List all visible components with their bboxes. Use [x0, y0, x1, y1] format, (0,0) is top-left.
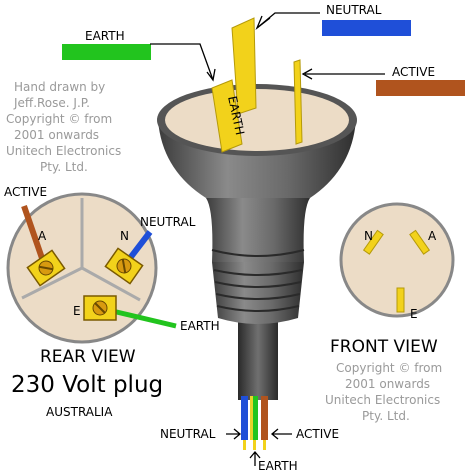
earth-wire — [251, 396, 258, 440]
front-active-slot — [409, 229, 431, 255]
neutral-color-swatch — [322, 20, 411, 36]
pins: EARTH — [211, 17, 303, 153]
front-view-title: FRONT VIEW — [330, 337, 438, 357]
bottom-pointers — [226, 428, 292, 466]
rear-neutral-label: NEUTRAL — [140, 215, 196, 229]
credit-left-line: Pty. Ltd. — [40, 160, 88, 174]
rear-a-label: A — [38, 229, 47, 243]
plug-body — [157, 84, 357, 450]
earth-pin — [211, 79, 243, 153]
credit-left-line: 2001 onwards — [14, 128, 99, 142]
earth-top-label: EARTH — [85, 29, 125, 43]
rear-active-wire — [21, 205, 47, 265]
neutral-pin — [231, 17, 257, 115]
cord — [238, 322, 278, 400]
bottom-earth-label: EARTH — [258, 459, 298, 473]
credit-left-line: Jeff.Rose. J.P. — [13, 96, 90, 110]
earth-color-swatch — [62, 44, 151, 60]
plug-title: 230 Volt plug — [11, 372, 163, 398]
active-wire — [261, 396, 268, 440]
front-view: N A E — [339, 202, 455, 321]
rear-n-label: N — [120, 229, 129, 243]
front-earth-slot — [396, 287, 405, 313]
front-a-label: A — [428, 229, 437, 243]
active-top-label: ACTIVE — [392, 65, 435, 79]
plug-face — [165, 89, 349, 151]
front-n-label: N — [364, 229, 373, 243]
top-pointers — [150, 12, 385, 82]
rear-active-label: ACTIVE — [4, 185, 47, 199]
neutral-top-label: NEUTRAL — [326, 3, 382, 17]
country-label: AUSTRALIA — [46, 405, 113, 419]
credit-left-line: Hand drawn by — [14, 80, 105, 94]
rear-earth-label: EARTH — [180, 319, 220, 333]
rear-earth-wire — [107, 307, 177, 329]
bottom-active-label: ACTIVE — [296, 427, 339, 441]
credit-left-line: Copyright © from — [6, 112, 112, 126]
rear-e-label: E — [73, 304, 81, 318]
front-neutral-slot — [362, 229, 384, 255]
rear-view-title: REAR VIEW — [40, 347, 136, 367]
credit-right-line: Pty. Ltd. — [362, 409, 410, 423]
credit-left: Hand drawn by Jeff.Rose. J.P. Copyright … — [6, 80, 121, 174]
neutral-wire — [241, 396, 248, 440]
rear-view: A N E — [6, 192, 177, 344]
active-pin — [293, 59, 303, 145]
front-e-label: E — [410, 307, 418, 321]
bottom-neutral-label: NEUTRAL — [160, 427, 216, 441]
credit-right-line: 2001 onwards — [345, 377, 430, 391]
credit-left-line: Unitech Electronics — [6, 144, 121, 158]
credit-right: Copyright © from 2001 onwards Unitech El… — [325, 361, 442, 423]
credit-right-line: Copyright © from — [336, 361, 442, 375]
credit-right-line: Unitech Electronics — [325, 393, 440, 407]
active-color-swatch — [376, 80, 465, 96]
